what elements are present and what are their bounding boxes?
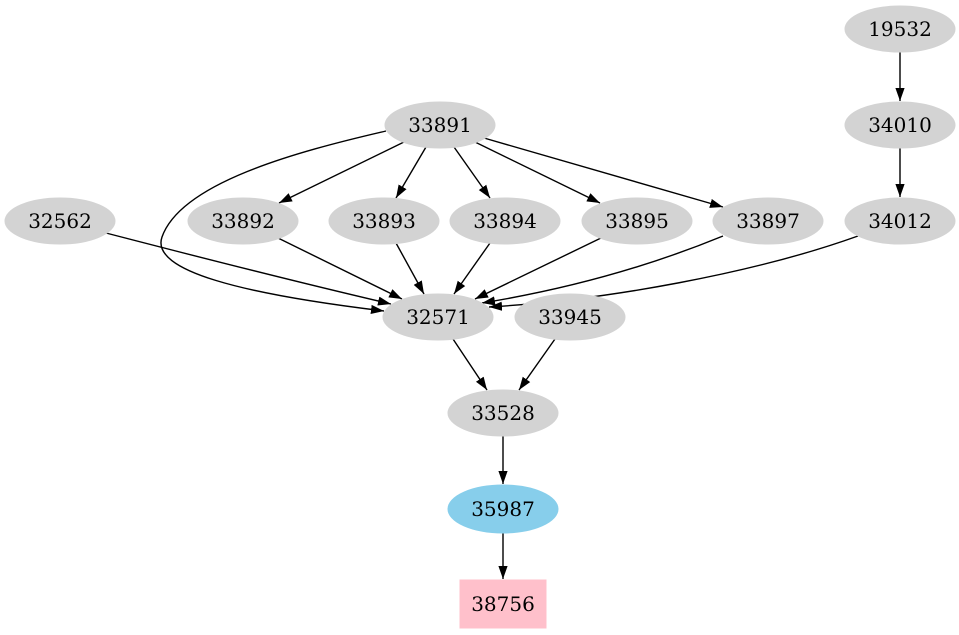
node-label-32562: 32562	[28, 209, 92, 233]
node-label-33895: 33895	[605, 209, 669, 233]
edge-33891-33893	[395, 146, 427, 199]
node-shape-box	[459, 579, 547, 629]
node-33897: 33897	[712, 197, 824, 245]
node-shape-ellipse	[4, 197, 116, 245]
node-shape-ellipse	[382, 293, 494, 341]
node-label-33892: 33892	[211, 209, 275, 233]
node-33893: 33893	[328, 197, 440, 245]
node-shape-ellipse	[384, 101, 496, 149]
node-label-33893: 33893	[352, 209, 416, 233]
node-19532: 19532	[844, 5, 956, 53]
edge-33894-32571	[453, 242, 491, 295]
node-label-34012: 34012	[868, 209, 932, 233]
edge-32571-33528	[452, 338, 488, 391]
node-label-19532: 19532	[868, 17, 932, 41]
node-33945: 33945	[514, 293, 626, 341]
edge-33891-32571	[160, 130, 387, 315]
edge-33895-32571	[474, 237, 602, 300]
node-shape-ellipse	[447, 484, 559, 534]
node-shape-ellipse	[712, 197, 824, 245]
node-label-33894: 33894	[473, 209, 537, 233]
node-33528: 33528	[447, 389, 559, 437]
node-shape-ellipse	[844, 5, 956, 53]
edge-33897-32571	[481, 235, 724, 306]
node-shape-ellipse	[187, 197, 299, 245]
node-layer: 19532 33891 34010 32562 33892 33893 33894 33895…	[4, 5, 956, 629]
node-shape-ellipse	[844, 197, 956, 245]
node-label-35987: 35987	[471, 497, 535, 521]
node-label-33945: 33945	[538, 305, 602, 329]
node-label-33897: 33897	[736, 209, 800, 233]
node-shape-ellipse	[581, 197, 693, 245]
edge-33891-33897	[483, 137, 724, 208]
node-shape-ellipse	[449, 197, 561, 245]
node-shape-ellipse	[328, 197, 440, 245]
node-33892: 33892	[187, 197, 299, 245]
edge-32562-32571	[105, 232, 392, 306]
node-label-32571: 32571	[406, 305, 470, 329]
node-35987: 35987	[447, 484, 559, 534]
node-32571: 32571	[382, 293, 494, 341]
node-label-33528: 33528	[471, 401, 535, 425]
node-label-38756: 38756	[471, 592, 535, 616]
edge-33891-33892	[278, 141, 405, 204]
edge-33892-32571	[277, 237, 403, 300]
node-label-34010: 34010	[868, 113, 932, 137]
node-shape-ellipse	[844, 101, 956, 149]
node-shape-ellipse	[514, 293, 626, 341]
node-label-33891: 33891	[408, 113, 472, 137]
node-33894: 33894	[449, 197, 561, 245]
edge-33893-32571	[395, 242, 425, 295]
edge-33945-33528	[518, 338, 556, 391]
node-33891: 33891	[384, 101, 496, 149]
edge-33891-33895	[474, 141, 601, 204]
node-34012: 34012	[844, 197, 956, 245]
node-32562: 32562	[4, 197, 116, 245]
node-34010: 34010	[844, 101, 956, 149]
edge-33891-33894	[453, 146, 491, 199]
node-shape-ellipse	[447, 389, 559, 437]
node-33895: 33895	[581, 197, 693, 245]
node-38756: 38756	[459, 579, 547, 629]
